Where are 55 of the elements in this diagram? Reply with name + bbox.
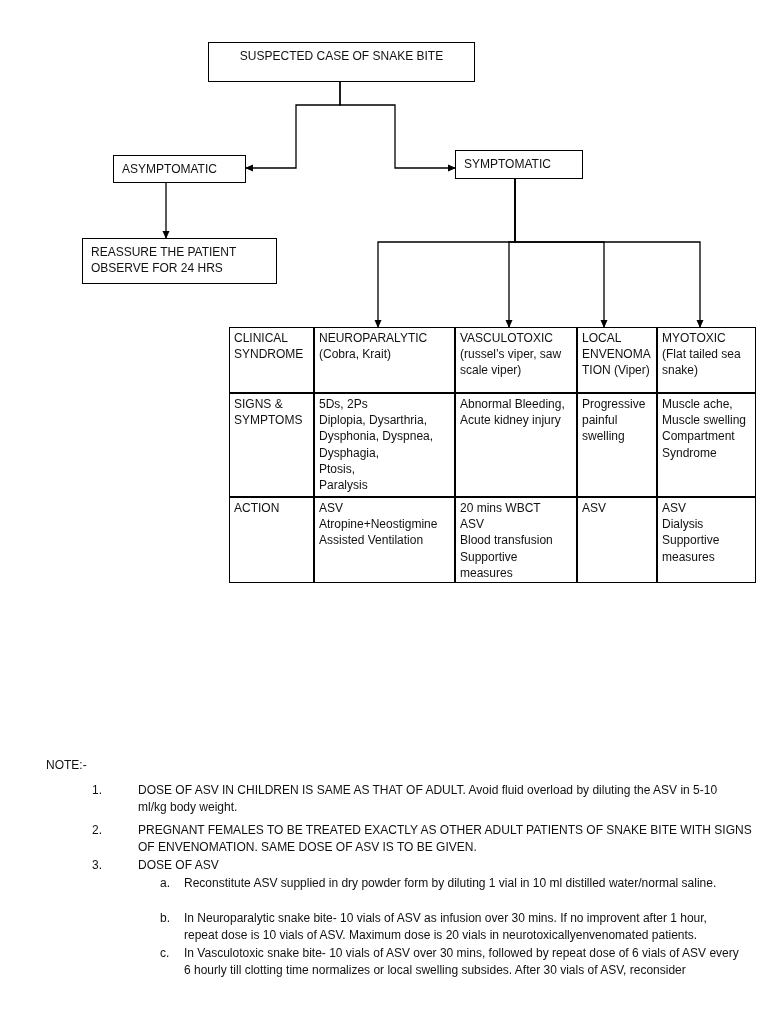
cell-text: CLINICAL SYNDROME — [234, 330, 305, 363]
cell-text: Atropine+Neostigmine — [319, 516, 439, 533]
list-number: 3. — [92, 857, 103, 874]
cell-text: ASV — [319, 500, 344, 517]
cell-text: Compartment Syndrome — [662, 428, 736, 461]
cell-text: Supportive measures — [460, 548, 519, 581]
process-box — [455, 150, 583, 179]
arrow — [514, 178, 704, 328]
node-label: ASYMPTOMATIC — [122, 161, 218, 178]
cell-text: SIGNS & SYMPTOMS — [234, 396, 304, 429]
cell-text: Blood transfusion — [460, 532, 554, 549]
node-label: SUSPECTED CASE OF SNAKE BITE — [238, 48, 445, 65]
cell-text: Muscle swelling — [662, 412, 748, 429]
list-number: 1. — [92, 782, 103, 799]
cell-text: ASV — [662, 500, 687, 517]
process-box — [113, 155, 246, 184]
cell-text: Abnormal Bleeding, Acute kidney injury — [460, 396, 566, 429]
list-letter: c. — [160, 945, 171, 962]
cell-text: VASCULOTOXIC (russel’s viper, saw scale viper) — [460, 331, 562, 378]
note-text: In Neuroparalytic snake bite- 10 vials of ASV as infusion over 30 mins. If no improvent after 1 hour, repeat dose is 10 vials of ASV. Maximum dose is 20 vials in neurotoxicallyenvenomated patients. — [184, 910, 708, 945]
cell-text: Supportive measures — [662, 532, 721, 565]
cell-text: LOCAL ENVENOMATION (Viper) — [582, 331, 651, 378]
note-heading: NOTE:- — [46, 757, 88, 774]
note-text: DOSE OF ASV IN CHILDREN IS SAME AS THAT OF ADULT. Avoid fluid overload by diluting the ASV in 5-10 ml/kg body weight. — [138, 782, 719, 817]
arrow — [339, 81, 456, 172]
process-box — [82, 238, 277, 284]
cell-text: Diplopia, Dysarthria, Dysphonia, Dyspnea, Dysphagia, — [319, 412, 435, 461]
cell-text: Assisted Ventilation — [319, 532, 425, 549]
cell-text: Muscle ache, — [662, 396, 734, 413]
cell-text: Progressive painful swelling — [582, 396, 647, 445]
table-header-cell — [657, 327, 756, 393]
cell-text: ASV — [460, 516, 485, 533]
table-header-cell — [455, 327, 577, 393]
list-letter: b. — [160, 910, 171, 927]
list-number: 2. — [92, 822, 103, 839]
note-text: PREGNANT FEMALES TO BE TREATED EXACTLY AS OTHER ADULT PATIENTS OF SNAKE BITE WITH SIGNS OF ENVENOMATION. SAME DOSE OF ASV IS TO BE GIVEN. — [138, 822, 753, 857]
cell-text: ASV — [582, 500, 607, 517]
note-text: Reconstitute ASV supplied in dry powder form by diluting 1 vial in 10 ml distilled water/normal saline. — [184, 875, 718, 892]
cell-text: Dialysis — [662, 516, 705, 533]
table-header-cell — [314, 327, 455, 393]
cell-text: NEUROPARALYTIC (Cobra, Krait) — [319, 331, 428, 362]
arrow — [162, 182, 170, 239]
node-label: REASSURE THE PATIENT OBSERVE FOR 24 HRS — [91, 244, 238, 277]
note-text: DOSE OF ASV — [138, 857, 220, 874]
cell-text: ACTION — [234, 500, 281, 517]
process-box — [208, 42, 475, 82]
table-header-cell — [577, 327, 657, 393]
cell-text: MYOTOXIC (Flat tailed sea snake) — [662, 331, 741, 378]
cell-text: Paralysis — [319, 476, 369, 494]
node-label: SYMPTOMATIC — [464, 156, 552, 173]
note-text: In Vasculotoxic snake bite- 10 vials of ASV over 30 mins, followed by repeat dose of 6 vials of ASV every 6 hourly till clotting time normalizes or local swelling subsides. After 30 vials of ASV, reconsider — [184, 945, 740, 980]
cell-text: Ptosis, — [319, 460, 356, 477]
cell-text: 20 mins WBCT — [460, 500, 542, 517]
cell-text: 5Ds, 2Ps — [319, 396, 369, 413]
list-letter: a. — [160, 875, 171, 892]
